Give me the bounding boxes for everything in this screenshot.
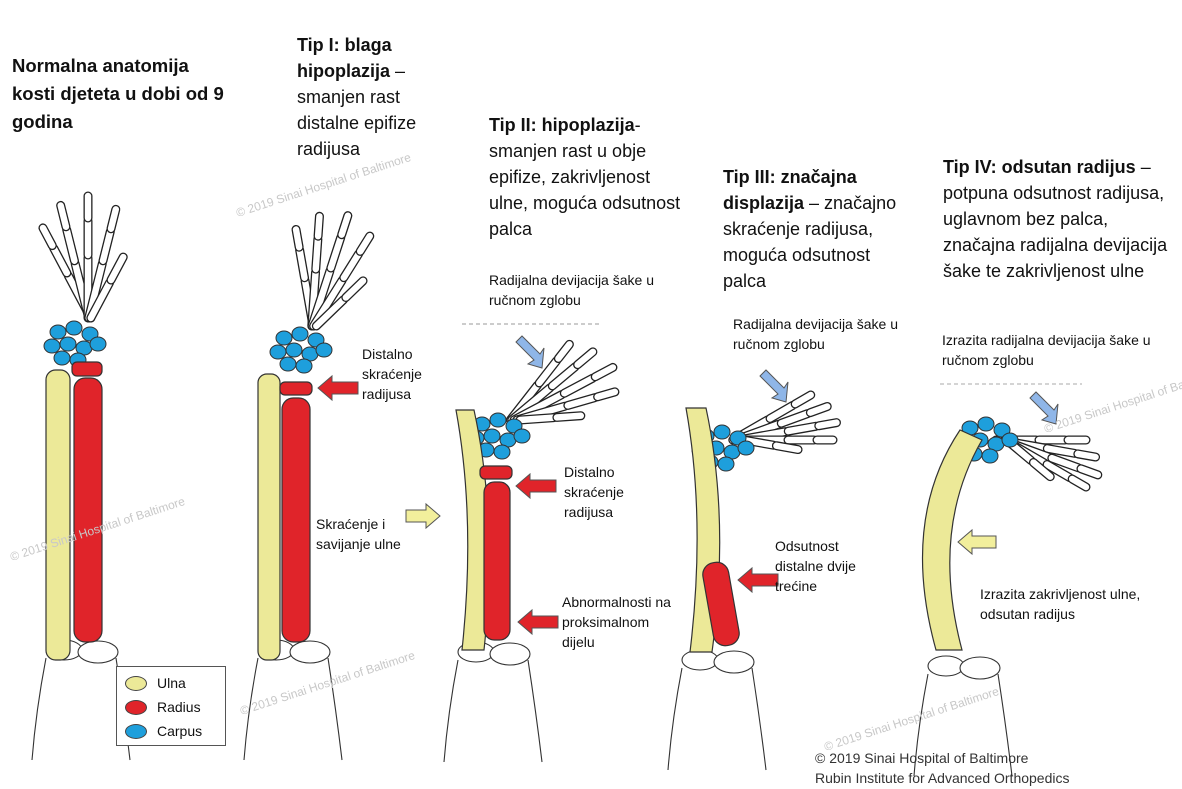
normal-ulna <box>46 370 70 660</box>
type3-hand-finger-1-seg-1-fill <box>781 414 807 424</box>
carpus-swatch-icon <box>125 724 147 739</box>
normal-elbow-b <box>78 641 118 663</box>
normal-hand-finger-0-seg-2-fill <box>43 228 52 246</box>
type1-hand-finger-1-seg-2-fill <box>318 216 319 236</box>
type3-elbow-d <box>752 668 766 770</box>
type1-carpus-3 <box>270 345 286 359</box>
label-t3-absence: Odsutnost distalne dvije trećine <box>775 536 865 596</box>
type1-carpus-1 <box>292 327 308 341</box>
type2-blue-arrow <box>516 336 544 368</box>
normal-hand-finger-1-seg-1-fill <box>67 230 75 261</box>
title-type4: Tip IV: odsutan radijus – potpuna odsutn… <box>943 154 1173 284</box>
type3-hand-finger-4-seg-1-fill <box>776 446 798 450</box>
copyright: © 2019 Sinai Hospital of Baltimore Rubin… <box>815 748 1069 788</box>
legend-item-radius: Radius <box>125 695 225 719</box>
type1-ulna <box>258 374 280 660</box>
type2-hand-finger-2-seg-2-fill <box>595 367 613 376</box>
type4-hand-finger-1-seg-2-fill <box>1078 454 1096 457</box>
type1-carpus-6 <box>316 343 332 357</box>
type1-hand-finger-3-seg-2-fill <box>360 236 370 251</box>
type1-hand-finger-1-seg-1-fill <box>316 239 318 269</box>
type4-elbow-a <box>928 656 964 676</box>
type1-carpus-7 <box>280 357 296 371</box>
type1-elbow-b <box>290 641 330 663</box>
type1-carpus-8 <box>296 359 312 373</box>
normal-carpus-3 <box>44 339 60 353</box>
type2-red-arrow-distal <box>516 474 556 498</box>
ulna-swatch-icon <box>125 676 147 691</box>
normal-carpus-1 <box>66 321 82 335</box>
type3-red-arrow <box>738 568 778 592</box>
type2-hand-finger-0-seg-2-fill <box>558 344 569 358</box>
type3-elbow-c <box>668 668 682 770</box>
label-t4-ulna-curvature: Izrazita zakrivljenost ulne, odsutan rad… <box>980 584 1160 624</box>
type2-radius <box>484 482 510 640</box>
type3-hand-finger-2-seg-2-fill <box>819 423 837 426</box>
type3-elbow-a <box>682 650 718 670</box>
title-normal: Normalna anatomija kosti djeteta u dobi … <box>12 52 232 136</box>
type2-hand-finger-3-seg-1-fill <box>568 398 595 406</box>
normal-carpus-4 <box>60 337 76 351</box>
type1-carpus-4 <box>286 343 302 357</box>
radius-swatch-icon <box>125 700 147 715</box>
copyright-line2: Rubin Institute for Advanced Orthopedics <box>815 768 1069 788</box>
type3-carpus-6 <box>738 441 754 455</box>
type2-elbow-d <box>528 660 542 762</box>
type3-blue-arrow <box>760 370 788 402</box>
type2-carpus-8 <box>494 445 510 459</box>
type1-radius-epiphysis <box>280 382 312 395</box>
label-t1-ulna-bending: Skraćenje i savijanje ulne <box>316 514 416 554</box>
label-t4-radial-deviation: Izrazita radijalna devijacija šake u ruč… <box>942 330 1178 370</box>
type1-radius <box>282 398 310 642</box>
legend-label: Radius <box>157 699 201 715</box>
normal-radius <box>74 378 102 642</box>
legend-label: Ulna <box>157 675 186 691</box>
label-t2-proximal-abnormality: Abnormalnosti na proksimalnom dijelu <box>562 592 672 652</box>
type4-carpus-6 <box>1002 433 1018 447</box>
type4-yellow-arrow <box>958 530 996 554</box>
type1-hand-finger-0-seg-2-fill <box>296 229 299 247</box>
normal-radius-epiphysis <box>72 362 102 376</box>
legend-label: Carpus <box>157 723 202 739</box>
title-type2: Tip II: hipoplazija- smanjen rast u obje… <box>489 112 689 242</box>
type4-carpus-1 <box>978 417 994 431</box>
type4-elbow-b <box>960 657 1000 679</box>
copyright-line1: © 2019 Sinai Hospital of Baltimore <box>815 748 1069 768</box>
type4-hand-finger-3-seg-2-fill <box>1072 479 1086 487</box>
legend-item-carpus: Carpus <box>125 719 225 743</box>
label-t3-radial-deviation: Radijalna devijacija šake u ručnom zglob… <box>733 314 913 354</box>
type3-carpus-1 <box>714 425 730 439</box>
normal-carpus-7 <box>54 351 70 365</box>
type3-hand-finger-0-seg-2-fill <box>795 395 811 404</box>
type2-hand-finger-4-seg-0-fill <box>520 418 554 420</box>
normal-carpus-6 <box>90 337 106 351</box>
type3-carpus-8 <box>718 457 734 471</box>
type2-carpus-1 <box>490 413 506 427</box>
type2-hand-finger-2-seg-1-fill <box>564 378 592 393</box>
type2-elbow-b <box>490 643 530 665</box>
title-type3: Tip III: značajna displazija – značajno … <box>723 164 908 294</box>
normal-elbow-c <box>32 658 46 760</box>
type2-hand-finger-1-seg-1-fill <box>552 367 575 386</box>
label-t2-radial-deviation: Radijalna devijacija šake u ručnom zglob… <box>489 270 669 310</box>
type2-hand-finger-4-seg-1-fill <box>557 416 581 418</box>
type2-carpus-4 <box>484 429 500 443</box>
type4-carpus-8 <box>982 449 998 463</box>
title-type1: Tip I: blaga hipoplazija – smanjen rast … <box>297 32 437 162</box>
type3-elbow-b <box>714 651 754 673</box>
legend: Ulna Radius Carpus <box>116 666 226 746</box>
label-t1-distal-shortening: Distalno skraćenje radijusa <box>362 344 442 404</box>
type2-carpus-6 <box>514 429 530 443</box>
type1-red-arrow <box>318 376 358 400</box>
label-t2-distal-shortening: Distalno skraćenje radijusa <box>564 462 644 522</box>
legend-item-ulna: Ulna <box>125 671 225 695</box>
normal-hand-finger-3-seg-1-fill <box>103 232 110 261</box>
type1-carpus-0 <box>276 331 292 345</box>
normal-carpus-0 <box>50 325 66 339</box>
type2-radius-epiphysis <box>480 466 512 479</box>
type2-elbow-c <box>444 660 458 762</box>
type2-red-arrow-proximal <box>518 610 558 634</box>
